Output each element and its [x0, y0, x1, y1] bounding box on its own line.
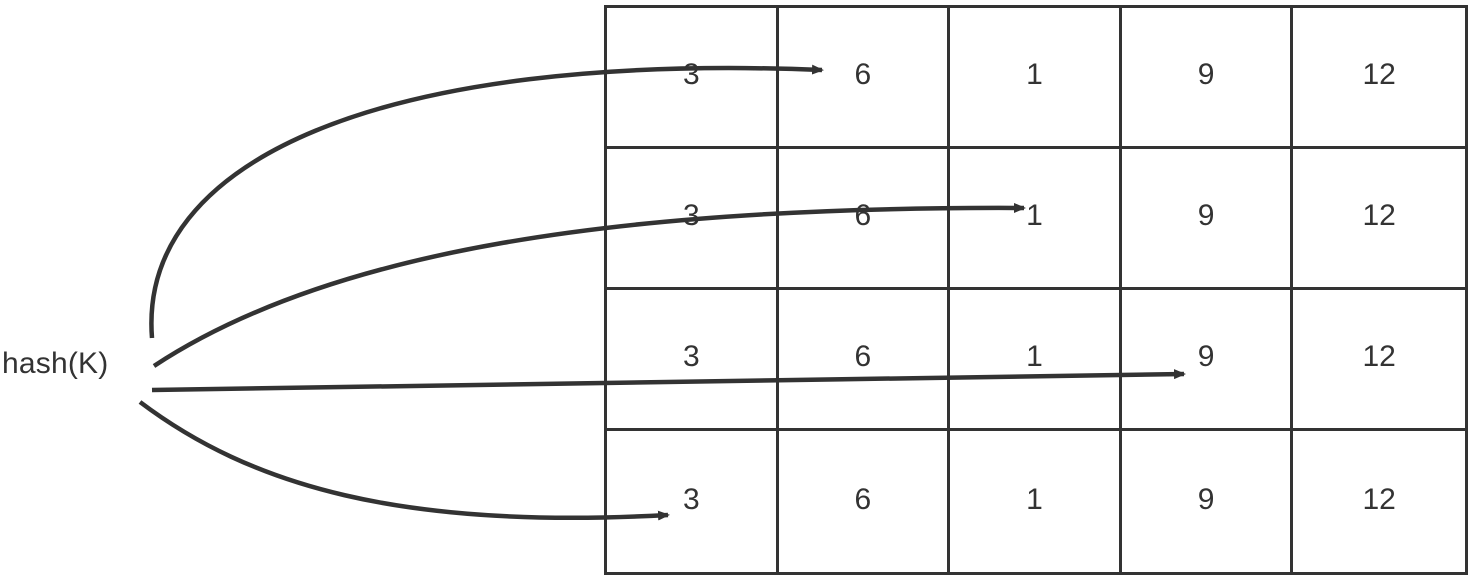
table-cell: 6 — [778, 149, 951, 290]
table-cell: 12 — [1293, 8, 1465, 149]
hash-function-label: hash(K) — [2, 347, 109, 380]
table-cell: 12 — [1293, 149, 1465, 290]
table-cell: 9 — [1121, 290, 1294, 431]
table-cell: 6 — [778, 8, 951, 149]
table-cell: 1 — [950, 290, 1122, 431]
table-cell: 9 — [1122, 431, 1294, 572]
table-cell: 9 — [1121, 8, 1294, 149]
table-cell: 3 — [607, 290, 779, 431]
table-cell: 6 — [778, 290, 951, 431]
table-cell: 3 — [607, 149, 779, 290]
table-cell: 1 — [950, 8, 1122, 149]
table-cell: 1 — [950, 149, 1122, 290]
table-cell: 12 — [1293, 290, 1465, 431]
table-cell: 12 — [1362, 482, 1396, 516]
table-cell: 6 — [779, 431, 951, 572]
arrow-to-row4-col1 — [138, 400, 670, 521]
table-cell: 1 — [950, 431, 1122, 572]
table-cell: 3 — [607, 431, 779, 572]
table-cell: 3 — [607, 8, 779, 149]
table-cell: 9 — [1121, 149, 1294, 290]
